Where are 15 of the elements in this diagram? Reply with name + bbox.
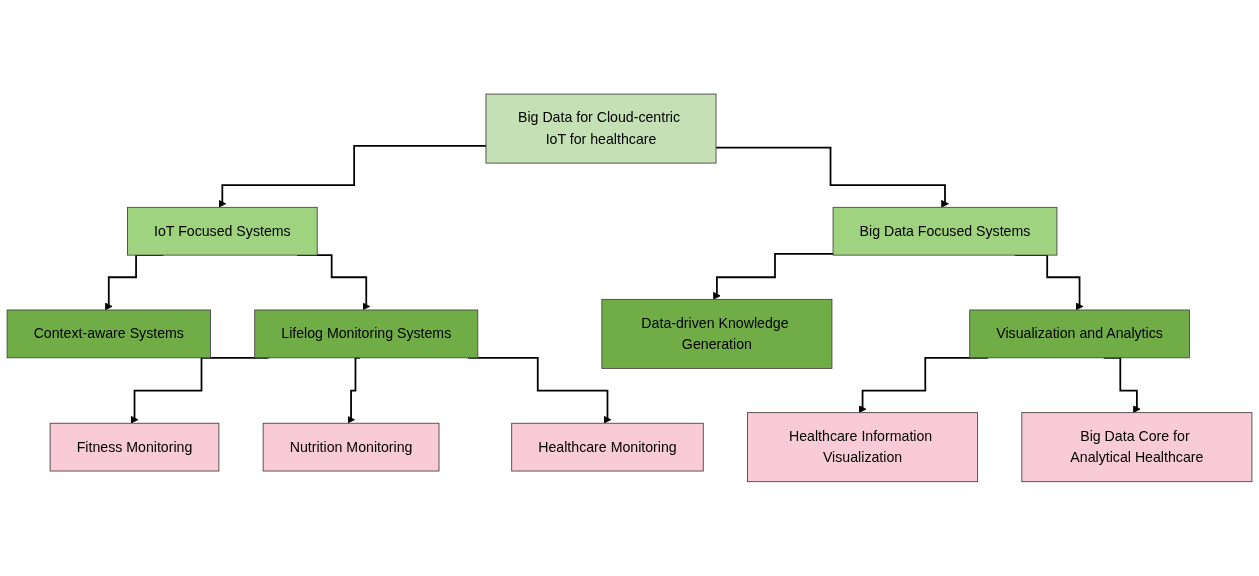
node-box: Data-driven Knowledge Generation [601, 299, 833, 369]
arrow [218, 145, 487, 208]
node-box: Big Data Focused Systems [832, 207, 1058, 256]
node-box: Healthcare Information Visualization [747, 412, 979, 483]
arrow [713, 253, 834, 300]
arrow [715, 146, 949, 208]
node-box: Visualization and Analytics [969, 309, 1190, 359]
node-box: Nutrition Monitoring [262, 422, 440, 472]
node-box: Fitness Monitoring [49, 422, 220, 472]
node-box: Big Data for Cloud-centric IoT for healthcare [485, 93, 717, 164]
node-box: Healthcare Monitoring [511, 422, 704, 472]
node-box: Big Data Core for Analytical Healthcare [1021, 412, 1253, 483]
node-box: Context-aware Systems [6, 309, 211, 359]
node-box: Lifelog Monitoring Systems [254, 309, 479, 359]
node-box: IoT Focused Systems [127, 207, 318, 256]
